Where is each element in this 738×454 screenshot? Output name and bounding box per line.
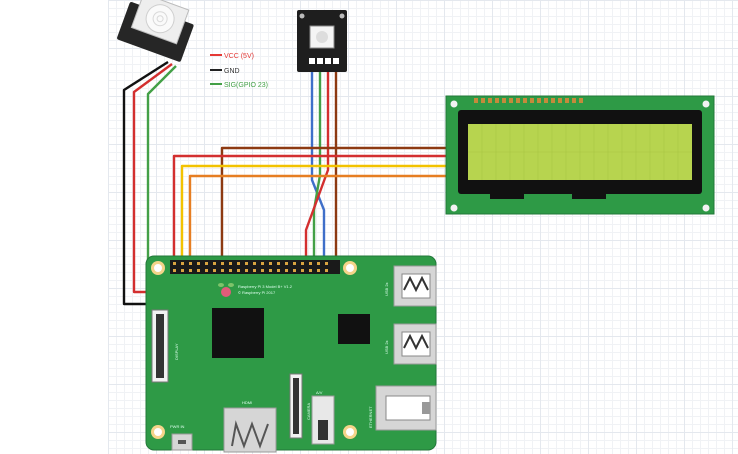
rpi-ethernet-label: ETHERNET xyxy=(368,406,373,428)
pir-label-gnd: GND xyxy=(224,68,240,75)
rpi-silk-title: Raspberry Pi 3 Model B+ V1.2 xyxy=(238,284,293,289)
raspberry-logo-icon xyxy=(218,283,234,297)
rpi-display-label: DISPLAY xyxy=(174,343,179,360)
lcd-header-pins xyxy=(474,98,583,103)
rpi-usb-controller xyxy=(338,314,370,344)
rpi-ethernet-port xyxy=(375,385,437,431)
raspberry-pi: Raspberry Pi 3 Model B+ V1.2 © Raspberry… xyxy=(145,255,437,453)
rpi-audio-jack xyxy=(311,395,335,445)
wire-lcd-yellow xyxy=(180,164,450,266)
pir-pin-labels: VCC (5V) GND SIG(GPIO 23) xyxy=(210,53,268,89)
wire-lcd-orange xyxy=(188,174,450,266)
wire-lcd-red xyxy=(172,154,450,266)
rpi-power-label: PWR IN xyxy=(170,424,185,429)
rpi-usb-port-1 xyxy=(393,265,437,307)
lcd-char-grid xyxy=(468,124,692,180)
rpi-power-port xyxy=(171,433,193,451)
wire-led-green xyxy=(312,70,322,270)
rpi-hdmi-label: HDMI xyxy=(242,400,252,405)
rpi-silk-copyright: © Raspberry Pi 2017 xyxy=(238,290,276,295)
rpi-usb-label-2: USB 2x xyxy=(384,340,389,354)
pir-sensor xyxy=(117,0,194,62)
rpi-audio-label: A/V xyxy=(316,390,323,395)
pir-dome xyxy=(145,4,175,34)
rpi-usb-port-2 xyxy=(393,323,437,365)
wire-lcd-brown-1 xyxy=(220,146,450,266)
wire-led-red xyxy=(304,70,330,270)
rpi-hdmi-port xyxy=(223,407,277,453)
rgb-led-module xyxy=(297,10,347,72)
wires xyxy=(122,60,450,306)
rpi-soc-chip xyxy=(212,308,264,358)
rpi-usb-label-1: USB 2x xyxy=(384,282,389,296)
pir-label-sig: SIG(GPIO 23) xyxy=(224,82,268,89)
gpio-header xyxy=(170,260,340,274)
lcd-display xyxy=(445,95,715,215)
rpi-camera-label: CAMERA xyxy=(306,403,311,420)
pir-label-vcc: VCC (5V) xyxy=(224,53,254,60)
